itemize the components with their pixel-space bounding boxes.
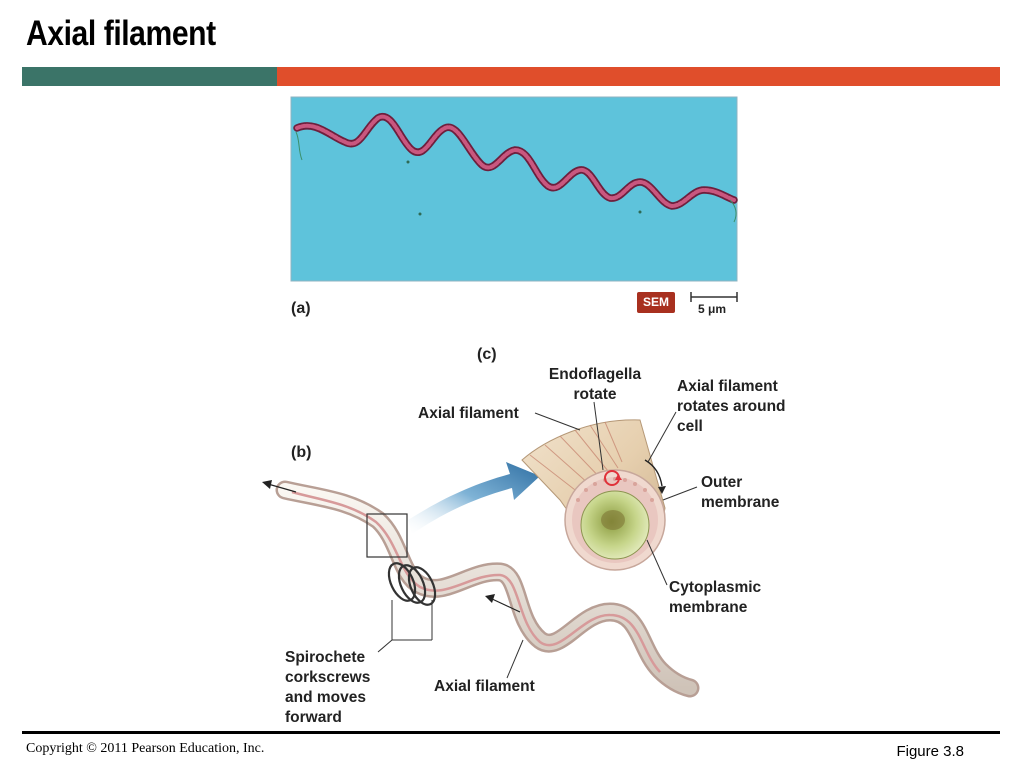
sem-micrograph <box>290 96 738 282</box>
corkscrew-label: Spirochete corkscrews and moves forward <box>285 649 371 726</box>
panel-b-letter: (b) <box>291 444 312 461</box>
rotates-around-label: Axial filament rotates around cell <box>677 378 786 435</box>
title-underline-orange <box>277 67 1000 86</box>
footer-rule <box>22 731 1000 734</box>
zoom-arrow <box>408 462 540 534</box>
title-underline-teal <box>22 67 277 86</box>
endoflagella-label: Endoflagella rotate <box>548 366 642 403</box>
cytoplasmic-membrane-label: Cytoplasmic membrane <box>669 579 762 616</box>
panel-a-letter: (a) <box>291 300 311 317</box>
axial-filament-label-lower: Axial filament <box>434 678 535 695</box>
leader-lines <box>534 401 698 586</box>
slide-title: Axial filament <box>26 14 216 53</box>
cell-cross-section <box>521 419 666 571</box>
scale-bar <box>690 292 738 302</box>
outer-membrane-label: Outer membrane <box>701 474 780 511</box>
spirochete-drawing <box>262 480 700 698</box>
figure-number: Figure 3.8 <box>896 743 964 760</box>
scale-bar-label: 5 μm <box>698 302 727 316</box>
panel-c-letter: (c) <box>477 346 497 363</box>
axial-filament-label-upper: Axial filament <box>418 405 519 422</box>
copyright-notice: Copyright © 2011 Pearson Education, Inc. <box>26 741 265 756</box>
sem-badge: SEM <box>637 292 675 313</box>
